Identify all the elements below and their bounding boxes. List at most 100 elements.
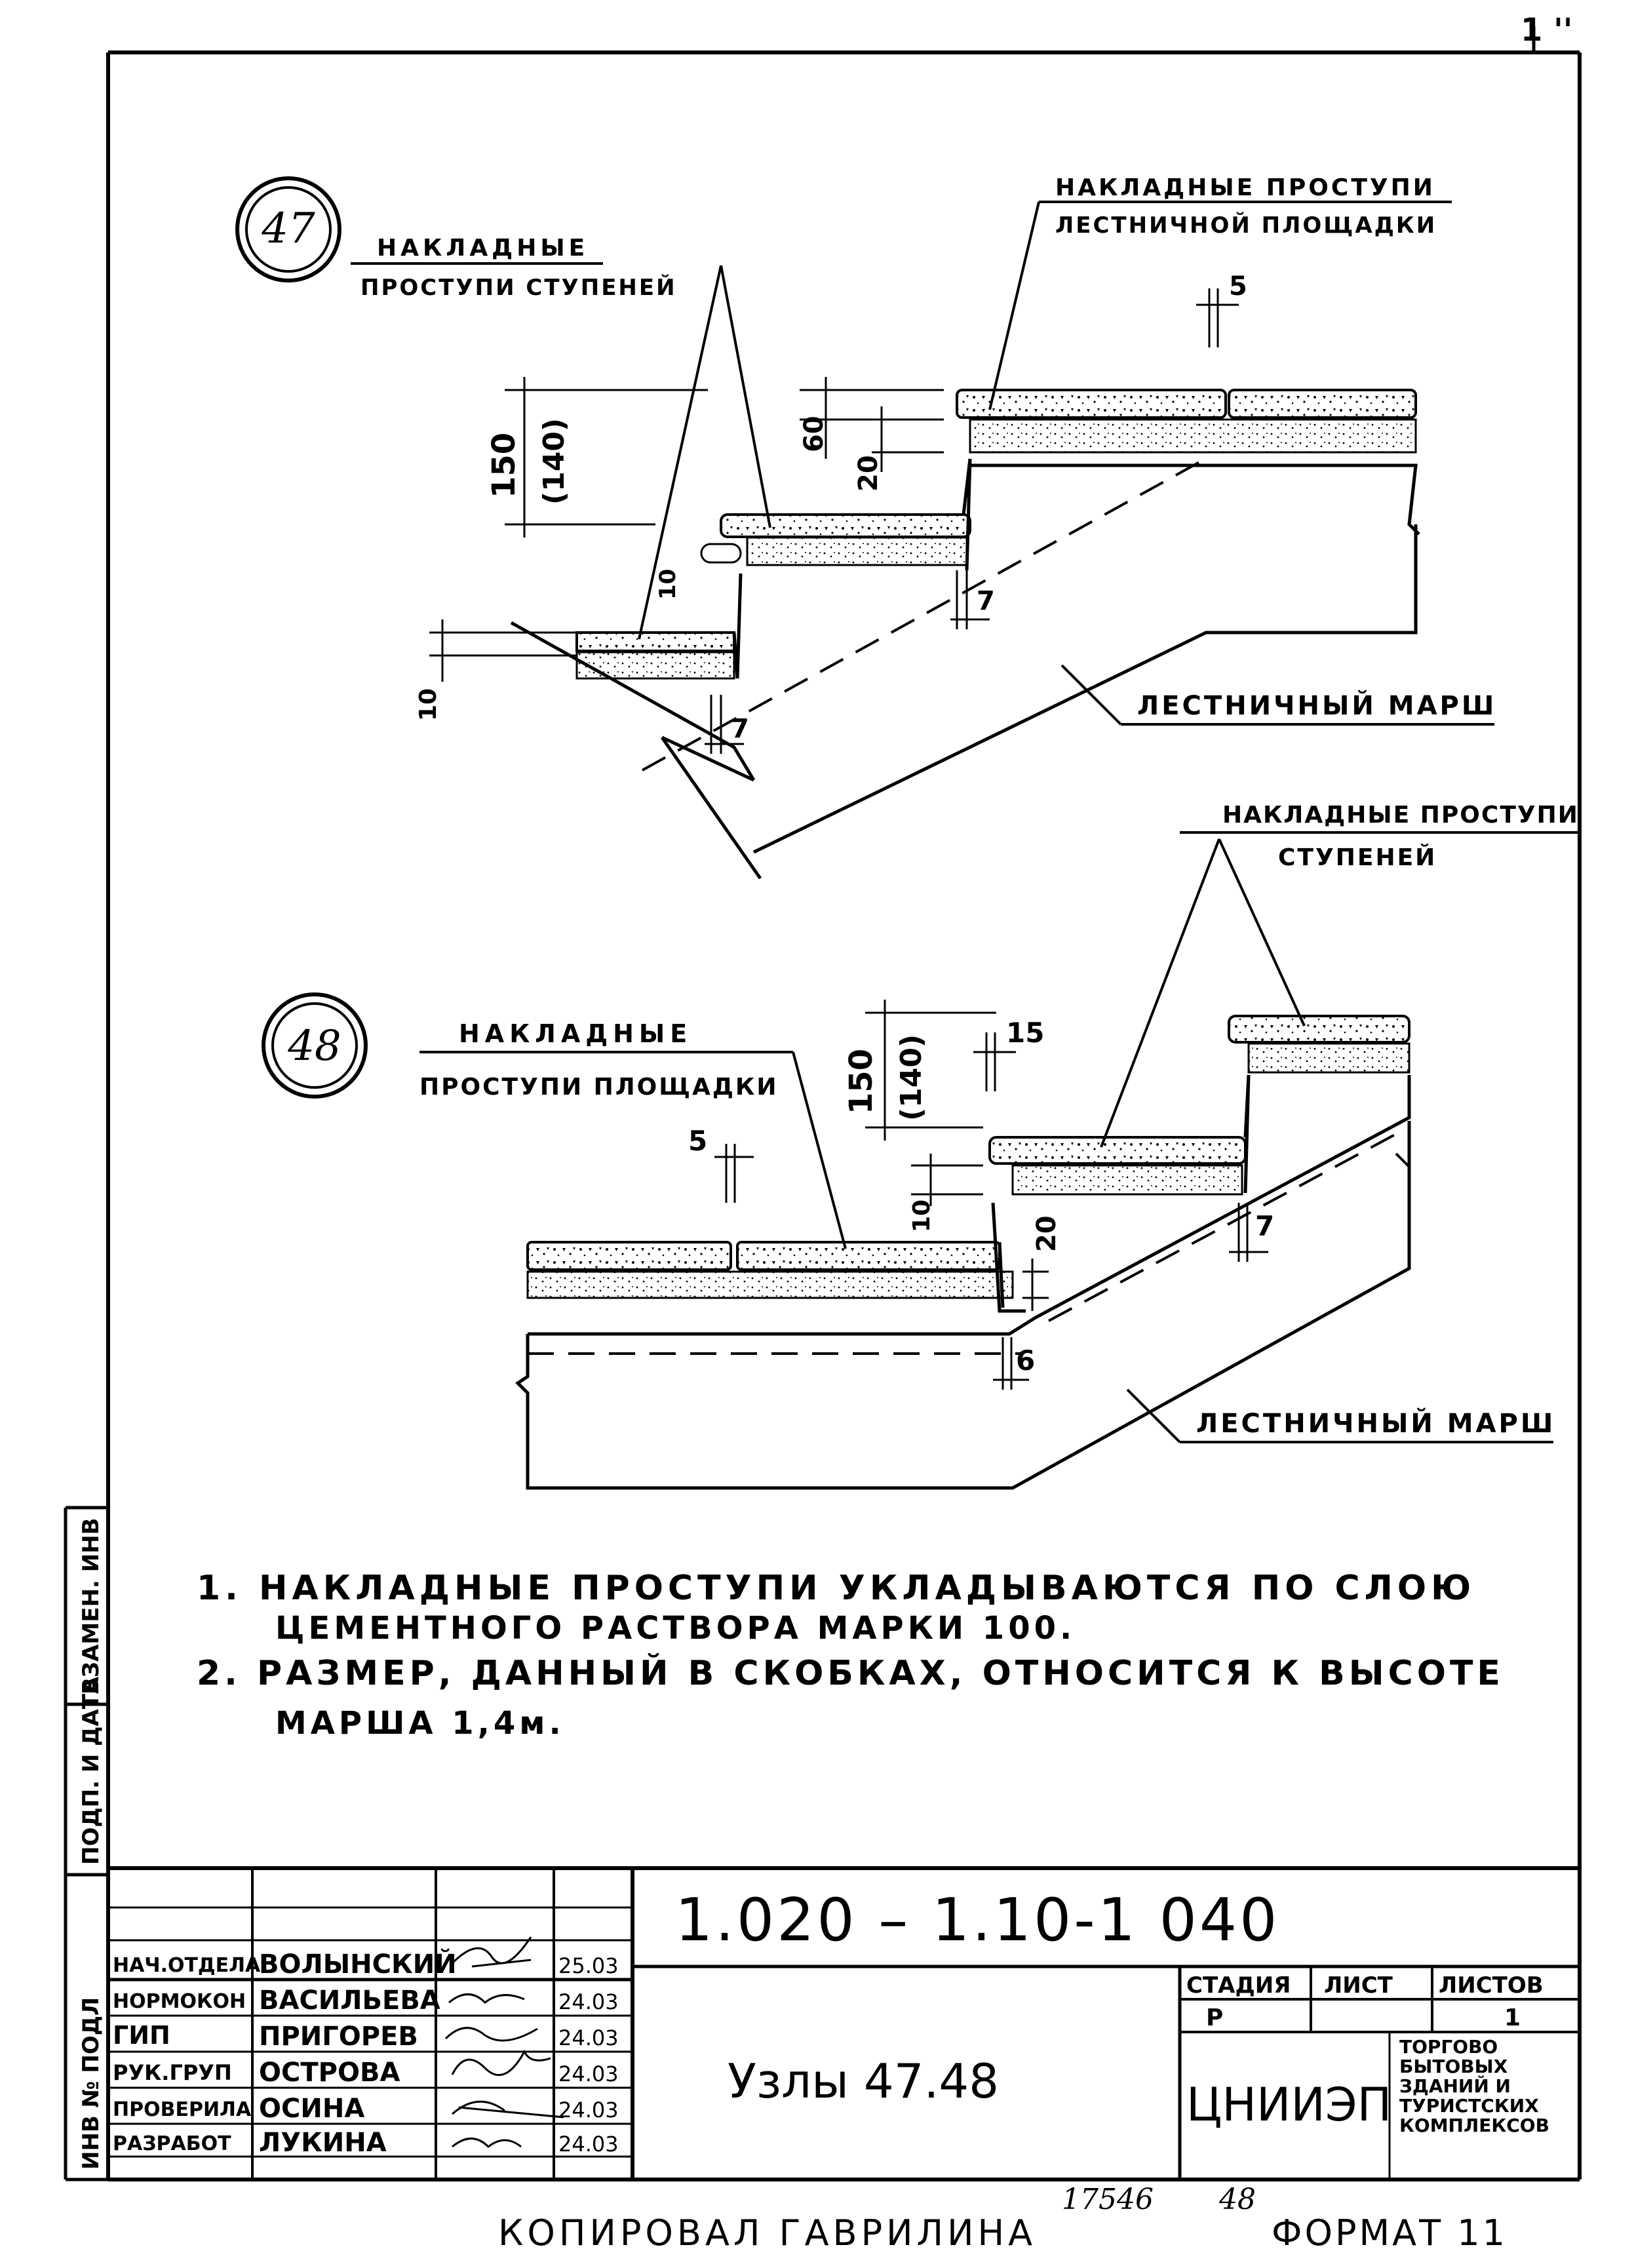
- role: НОРМОКОН: [113, 1990, 246, 2013]
- detail-48-flight-label: ЛЕСТНИЧНЫЙ МАРШ: [1196, 1407, 1555, 1439]
- sheets-value: 1: [1504, 2004, 1521, 2031]
- corner-mark: 1 '': [1521, 12, 1573, 49]
- date: 24.03: [558, 2025, 619, 2050]
- note-2-line-1: 2. РАЗМЕР, ДАННЫЙ В СКОБКАХ, ОТНОСИТСЯ К…: [197, 1653, 1504, 1693]
- detail-48-dim-riser: 150: [843, 1049, 880, 1114]
- stamp-sign-date: ПОДП. И ДАТА: [78, 1676, 104, 1865]
- detail-47-dim-7b: 7: [731, 714, 749, 744]
- detail-48-steps-label-1: НАКЛАДНЫЕ ПРОСТУПИ: [1222, 802, 1579, 829]
- org-name: ЦНИИЭП: [1186, 2078, 1391, 2132]
- doc-code: 1.020 – 1.10-1 040: [675, 1886, 1279, 1955]
- side-stamp: ИНВ № ПОДЛ ПОДП. И ДАТА ВЗАМЕН. ИНВ: [64, 1506, 108, 2181]
- name: ОСТРОВА: [259, 2058, 400, 2088]
- title-block: НАЧ.ОТДЕЛА ВОЛЫНСКИЙ 25.03 НОРМОКОН ВАСИ…: [108, 1866, 1580, 2180]
- note-1-line-2: ЦЕМЕНТНОГО РАСТВОРА МАРКИ 100.: [275, 1610, 1076, 1647]
- detail-47-landing-tread-2: [1228, 389, 1417, 419]
- stamp-replace: ВЗАМЕН. ИНВ: [78, 1518, 104, 1694]
- detail-47-dim-5: 5: [1229, 271, 1247, 302]
- date: 24.03: [558, 2132, 619, 2157]
- detail-48-circle-outer: [262, 992, 368, 1099]
- detail-48-steps-label-2: СТУПЕНЕЙ: [1278, 844, 1437, 871]
- detail-48-tread-middle: [988, 1136, 1247, 1165]
- detail-47-dim-7a: 7: [977, 586, 995, 616]
- detail-47-tread-lower: [575, 631, 735, 652]
- detail-47-dim-10a: 10: [655, 569, 681, 600]
- detail-48: 48 НАКЛАДНЫЕ ПРОСТУПИ ПЛОЩАДКИ НАКЛАДНЫЕ…: [262, 802, 1580, 1490]
- note-1-line-1: 1. НАКЛАДНЫЕ ПРОСТУПИ УКЛАДЫВАЮТСЯ ПО СЛ…: [197, 1569, 1475, 1608]
- name: ПРИГОРЕВ: [259, 2022, 418, 2052]
- role: НАЧ.ОТДЕЛА: [113, 1954, 261, 1977]
- sheet-frame: [106, 26, 1582, 2181]
- notes: 1. НАКЛАДНЫЕ ПРОСТУПИ УКЛАДЫВАЮТСЯ ПО СЛ…: [197, 1569, 1504, 1742]
- signature-mark: [452, 2100, 564, 2119]
- role: ПРОВЕРИЛА: [113, 2098, 252, 2121]
- detail-48-landing-tread-2: [736, 1241, 1001, 1271]
- signature-row: НОРМОКОН ВАСИЛЬЕВА 24.03: [113, 1985, 619, 2016]
- footer-copied: КОПИРОВАЛ ГАВРИЛИНА: [498, 2212, 1036, 2254]
- detail-48-dashed-line: [1048, 1133, 1397, 1322]
- detail-47-dim-20: 20: [853, 455, 884, 492]
- org-desc-5: КОМПЛЕКСОВ: [1399, 2115, 1549, 2136]
- detail-48-dim-15: 15: [1006, 1017, 1044, 1049]
- signature-row: РУК.ГРУП ОСТРОВА 24.03: [113, 2049, 619, 2088]
- detail-47-steps-label-1: НАКЛАДНЫЕ: [377, 235, 589, 262]
- detail-47-circle-outer: [235, 176, 341, 283]
- sheets-header: ЛИСТОВ: [1439, 1972, 1544, 1999]
- detail-48-circle-inner: [271, 1002, 358, 1089]
- footer-number-2: 48: [1218, 2183, 1256, 2216]
- signature-row: ПРОВЕРИЛА ОСИНА 24.03: [113, 2094, 619, 2124]
- detail-48-landing-label-2: ПРОСТУПИ ПЛОЩАДКИ: [419, 1074, 778, 1101]
- signature-mark: [444, 2027, 538, 2042]
- detail-47-number: 47: [261, 205, 315, 253]
- sheet-header: ЛИСТ: [1324, 1972, 1393, 1999]
- footer-number: 17546: [1062, 2183, 1154, 2216]
- detail-48-landing-label-1: НАКЛАДНЫЕ: [459, 1019, 692, 1048]
- stamp-inv: ИНВ № ПОДЛ: [78, 1997, 104, 2170]
- detail-47-dim-riser: 150: [486, 433, 522, 498]
- detail-47-dim-riser-alt: (140): [537, 418, 571, 505]
- detail-48-tread-upper: [1228, 1015, 1410, 1044]
- detail-47-landing-label-1: НАКЛАДНЫЕ ПРОСТУПИ: [1055, 174, 1435, 201]
- detail-48-dim-5: 5: [688, 1125, 707, 1157]
- date: 24.03: [558, 2062, 619, 2086]
- date: 25.03: [558, 1953, 619, 1978]
- name: ВОЛЫНСКИЙ: [259, 1948, 457, 1980]
- org-desc-3: ЗДАНИЙ И: [1399, 2075, 1511, 2097]
- org-desc-1: ТОРГОВО: [1399, 2036, 1498, 2058]
- detail-47-dim-10b: 10: [415, 688, 442, 721]
- name: ОСИНА: [259, 2094, 364, 2124]
- detail-47-circle-inner: [245, 186, 332, 273]
- signature-mark: [452, 2138, 522, 2149]
- signature-mark: [451, 1936, 532, 1968]
- role: РУК.ГРУП: [113, 2060, 232, 2085]
- role: РАЗРАБОТ: [113, 2132, 231, 2155]
- signature-mark: [451, 2049, 551, 2076]
- detail-48-landing-tread-1: [526, 1241, 732, 1271]
- detail-47-flight-label: ЛЕСТНИЧНЫЙ МАРШ: [1137, 690, 1496, 721]
- note-2-line-2: МАРША 1,4м.: [275, 1705, 565, 1742]
- signature-row: РАЗРАБОТ ЛУКИНА 24.03: [113, 2128, 619, 2158]
- doc-title: Узлы 47.48: [728, 2054, 999, 2109]
- detail-47-landing-tread-1: [956, 389, 1227, 419]
- detail-48-dim-riser-alt: (140): [895, 1034, 928, 1121]
- signature-row: НАЧ.ОТДЕЛА ВОЛЫНСКИЙ 25.03: [113, 1936, 619, 1980]
- detail-48-number: 48: [287, 1022, 341, 1070]
- stage-header: СТАДИЯ: [1186, 1972, 1291, 1999]
- detail-47-dashed-line: [642, 461, 1200, 772]
- signature-row: ГИП ПРИГОРЕВ 24.03: [113, 2021, 619, 2052]
- detail-48-dim-7: 7: [1255, 1210, 1274, 1242]
- date: 24.03: [558, 2098, 619, 2122]
- name: ЛУКИНА: [259, 2128, 387, 2158]
- detail-47: 47 НАКЛАДНЫЕ ПРОСТУПИ СТУПЕНЕЙ НАКЛАДНЫЕ…: [235, 174, 1496, 880]
- detail-47-steps-label-2: ПРОСТУПИ СТУПЕНЕЙ: [360, 274, 677, 301]
- org-desc-2: БЫТОВЫХ: [1399, 2056, 1508, 2077]
- date: 24.03: [558, 1989, 619, 2014]
- detail-47-landing-label-2: ЛЕСТНИЧНОЙ ПЛОЩАДКИ: [1055, 212, 1437, 239]
- signature-mark: [448, 1993, 525, 2004]
- role: ГИП: [113, 2021, 170, 2050]
- footer-format: ФОРМАТ 11: [1272, 2212, 1508, 2254]
- detail-48-dim-6: 6: [1016, 1344, 1035, 1377]
- detail-48-dim-10: 10: [908, 1200, 935, 1232]
- stage-value: Р: [1206, 2004, 1223, 2031]
